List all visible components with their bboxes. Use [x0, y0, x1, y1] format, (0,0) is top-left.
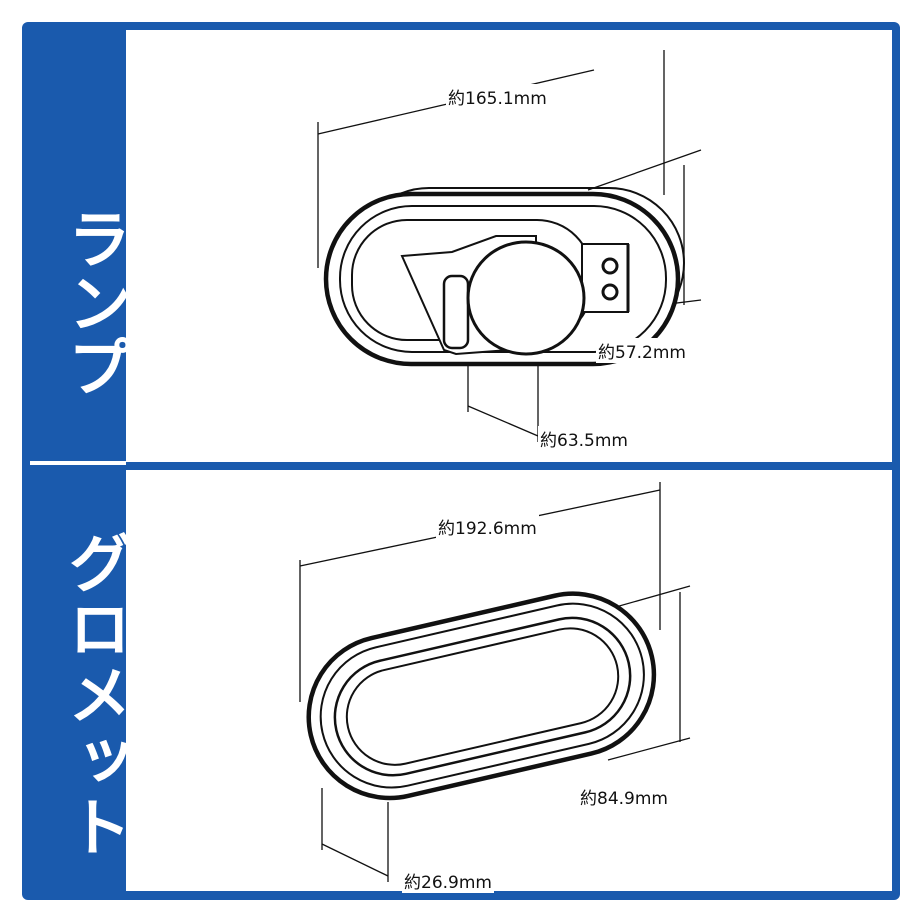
lamp-drawing	[317, 50, 702, 442]
section-divider	[30, 461, 126, 465]
lamp-depth-dim-line	[467, 405, 539, 437]
lamp-side-tab	[442, 274, 470, 350]
grommet-height-label: 約84.9mm	[578, 784, 670, 809]
grommet-depth-dim-line	[321, 843, 389, 877]
lamp-depth-label: 約63.5mm	[538, 426, 630, 451]
grommet-section-label: グロメット	[57, 530, 131, 860]
lamp-section-label: ランプ	[57, 206, 131, 398]
grommet-drawing	[299, 482, 691, 882]
grommet-inner-lip	[345, 627, 620, 766]
grommet-outer-ring	[306, 591, 657, 801]
grommet-depth-label: 約26.9mm	[402, 868, 494, 893]
grommet-diagram-panel: 約192.6mm 約84.9mm 約26.9mm	[126, 470, 892, 893]
lamp-connector	[581, 243, 629, 313]
lamp-height-ext-top	[587, 149, 702, 191]
grommet-length-label: 約192.6mm	[436, 514, 539, 539]
grommet-inner-ring	[333, 616, 632, 777]
lamp-round-lens	[466, 240, 586, 356]
lamp-diagram-panel: 約165.1mm 約57.2mm 約63.5mm	[126, 30, 892, 462]
grommet-height-ext-bottom	[607, 737, 691, 761]
lamp-height-label: 約57.2mm	[596, 338, 688, 363]
lamp-terminal-2	[601, 283, 619, 301]
lamp-terminal-1	[601, 257, 619, 275]
lamp-length-label: 約165.1mm	[446, 84, 549, 109]
grommet-outer-lip	[319, 602, 645, 789]
lamp-inner-rim	[339, 205, 667, 353]
